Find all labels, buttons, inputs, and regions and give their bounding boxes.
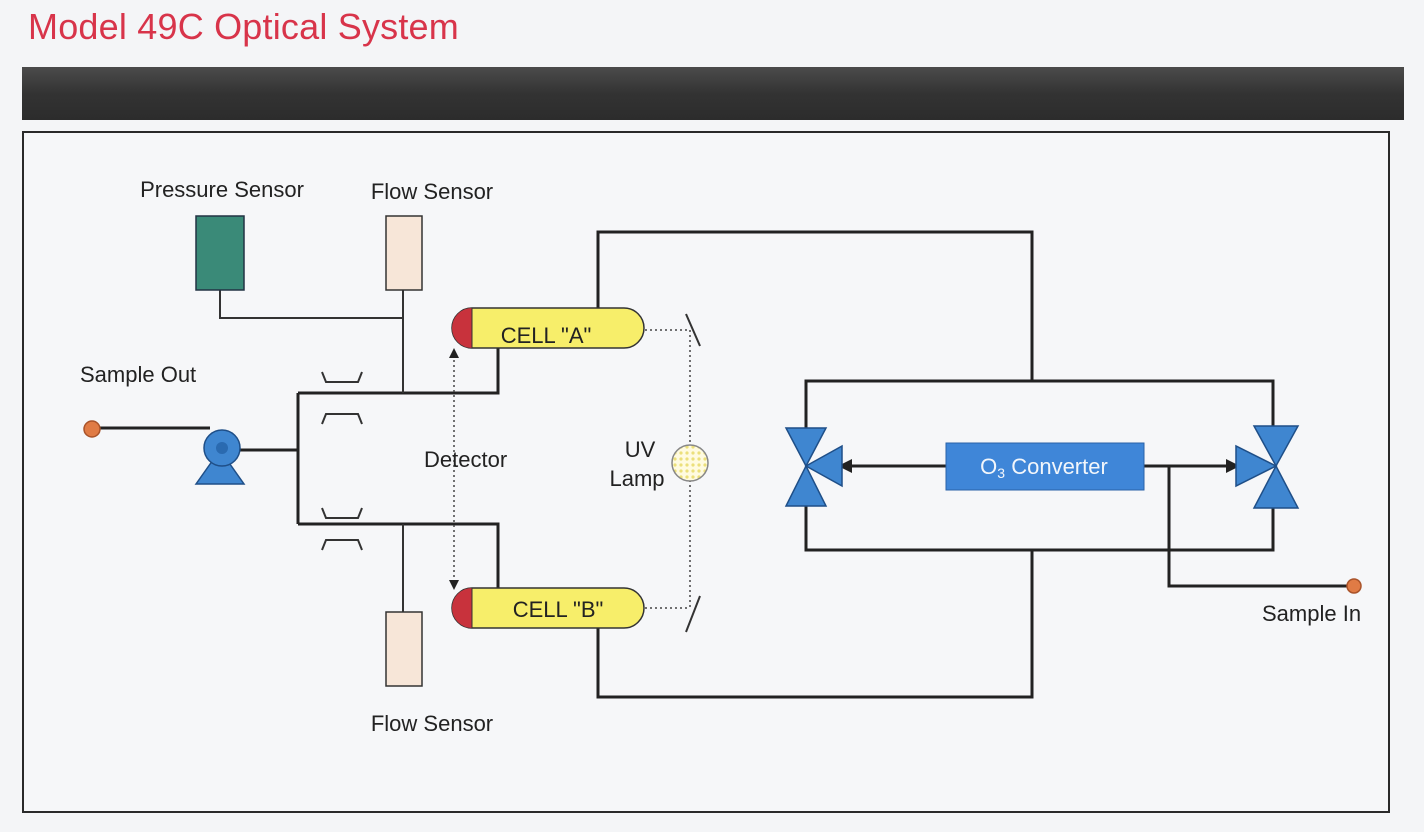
valve-loop-top bbox=[804, 379, 1275, 440]
converter-rest: Converter bbox=[1005, 454, 1108, 479]
cell-a-label: CELL "A" bbox=[501, 323, 592, 348]
detector-label: Detector bbox=[424, 447, 507, 472]
arrow-to-right-valve bbox=[1226, 459, 1240, 473]
branch-cell-b bbox=[298, 522, 500, 592]
lamp-label: Lamp bbox=[609, 466, 664, 491]
capillary-upper-2 bbox=[321, 413, 363, 425]
cell-a-loop bbox=[596, 230, 1034, 381]
sample-in-label: Sample In bbox=[1262, 601, 1361, 626]
pump bbox=[194, 429, 246, 485]
uv-lamp bbox=[671, 444, 709, 482]
valve-left bbox=[784, 427, 843, 507]
cell-a bbox=[451, 307, 645, 349]
o3-converter-label: O3 Converter bbox=[980, 454, 1108, 481]
cell-b-window bbox=[685, 595, 701, 633]
cell-b-loop bbox=[596, 550, 1034, 699]
cell-a-window bbox=[685, 313, 701, 347]
converter-subscript: 3 bbox=[997, 465, 1005, 481]
pressure-sensor-line bbox=[219, 290, 403, 319]
branch-cell-a bbox=[298, 330, 500, 395]
converter-o: O bbox=[980, 454, 997, 479]
sample-out-port bbox=[83, 420, 101, 438]
capillaries bbox=[321, 371, 363, 551]
arrow-to-left-valve bbox=[838, 459, 852, 473]
page-title: Model 49C Optical System bbox=[28, 6, 459, 47]
sample-in-port bbox=[1346, 578, 1362, 594]
pressure-sensor bbox=[195, 215, 245, 291]
capillary-upper-1 bbox=[321, 371, 363, 383]
valve-loop-bottom bbox=[804, 490, 1275, 552]
sample-out-label: Sample Out bbox=[80, 362, 196, 387]
gas-lines bbox=[92, 230, 1354, 699]
cell-b-label: CELL "B" bbox=[513, 597, 604, 622]
uv-label: UV bbox=[625, 437, 656, 462]
flow-sensor-top-label: Flow Sensor bbox=[371, 179, 493, 204]
valve-right bbox=[1235, 425, 1300, 509]
flow-sensor-top bbox=[385, 215, 423, 291]
pressure-sensor-label: Pressure Sensor bbox=[140, 177, 304, 202]
capillary-lower-2 bbox=[321, 539, 363, 551]
o3-converter bbox=[945, 442, 1145, 491]
detector-arrow-down bbox=[449, 580, 459, 590]
cell-b bbox=[451, 587, 645, 629]
flow-sensor-bottom-label: Flow Sensor bbox=[371, 711, 493, 736]
detector-arrow-up bbox=[449, 348, 459, 358]
flow-sensor-bottom bbox=[385, 611, 423, 687]
capillary-lower-1 bbox=[321, 507, 363, 519]
title-bar bbox=[22, 67, 1404, 120]
sample-in-line bbox=[1167, 466, 1354, 588]
